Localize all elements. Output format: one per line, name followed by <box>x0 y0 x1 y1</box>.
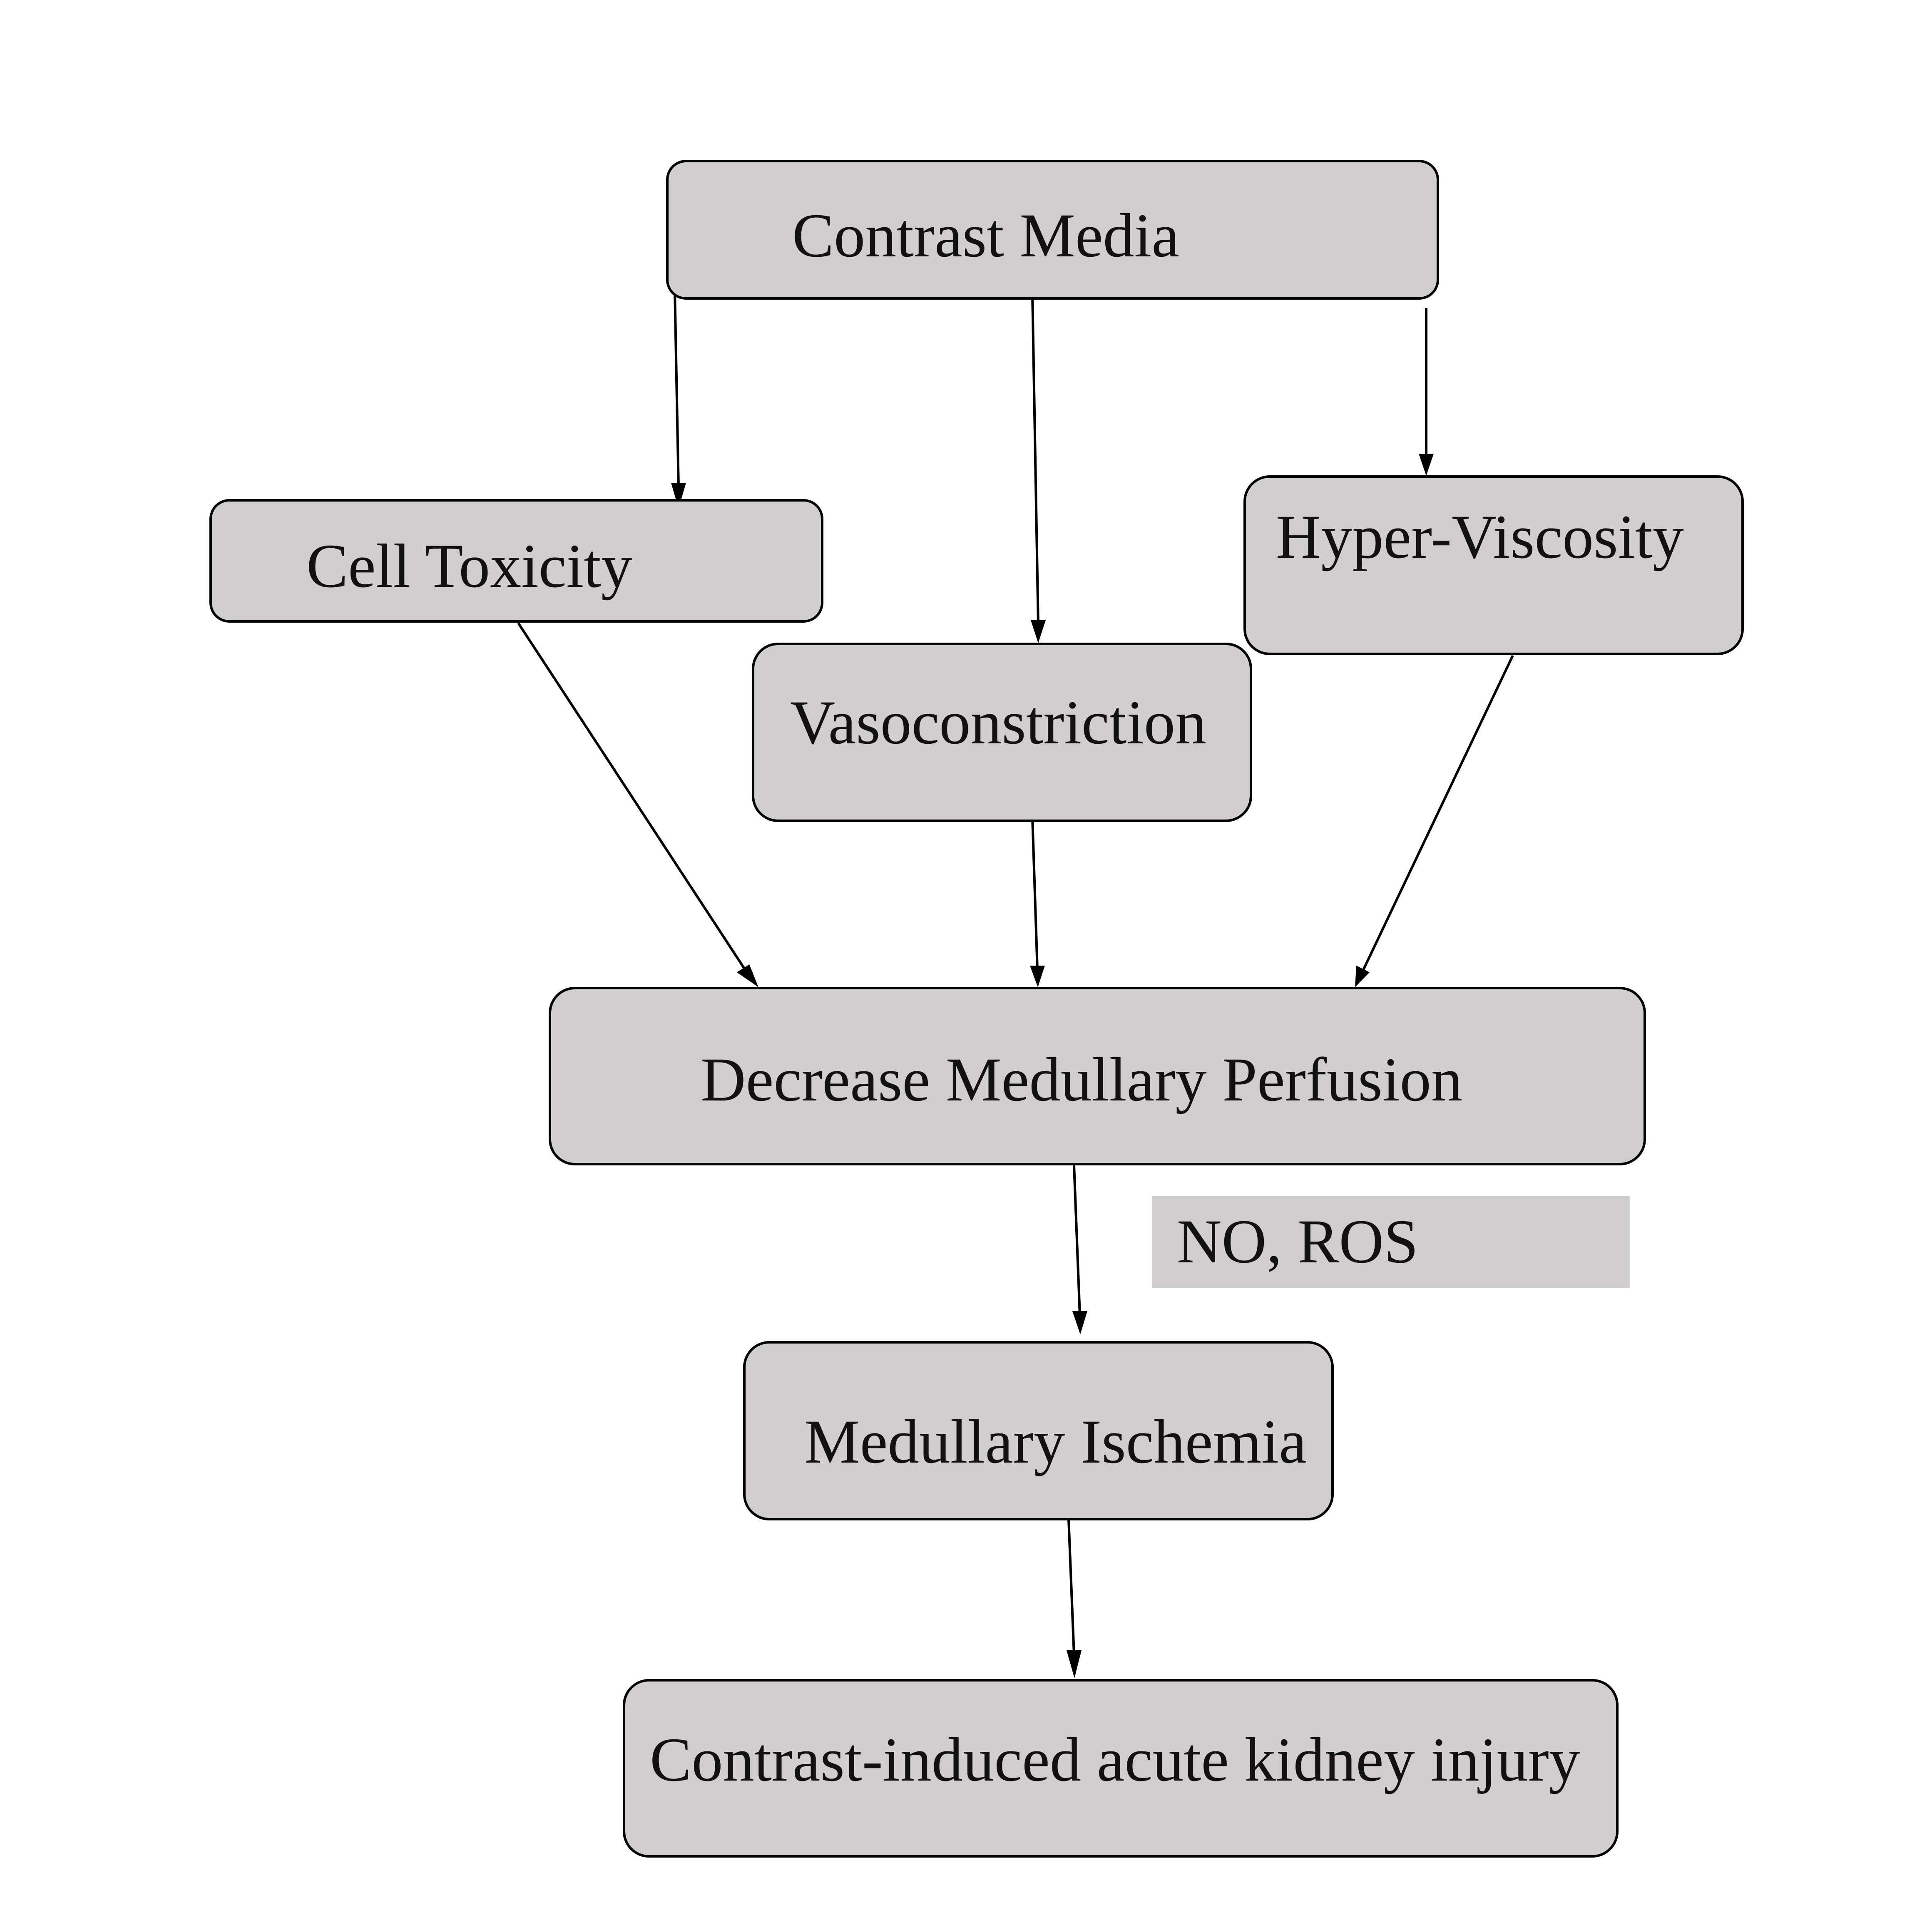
edge-perfusion-to-ischemia <box>1073 1165 1081 1316</box>
arrowhead-icon <box>1072 1311 1087 1334</box>
edge-contrast-to-celltoxicity <box>674 291 680 487</box>
node-label: Vasoconstriction <box>790 688 1206 757</box>
edge-vasoconstriction-to-perfusion <box>1031 817 1039 970</box>
node-decrease-medullary-perfusion[interactable]: Decrease Medullary Perfusion <box>549 987 1646 1165</box>
node-label: Hyper-Viscosity <box>1276 502 1684 571</box>
edge-contrast-to-vasoconstriction <box>1031 294 1039 625</box>
arrowhead-icon <box>1419 454 1434 476</box>
node-hyper-viscosity[interactable]: Hyper-Viscosity <box>1243 475 1744 655</box>
arrowhead-icon <box>1031 620 1046 643</box>
arrowhead-icon <box>1355 966 1370 987</box>
node-vasoconstriction[interactable]: Vasoconstriction <box>752 643 1252 822</box>
arrowhead-icon <box>671 483 686 509</box>
node-label: Medullary Ischemia <box>804 1407 1307 1476</box>
node-label: Decrease Medullary Perfusion <box>701 1045 1462 1114</box>
arrowhead-icon <box>1067 1650 1082 1678</box>
node-label: Contrast Media <box>792 201 1179 270</box>
arrowhead-icon <box>1030 966 1045 987</box>
node-contrast-media[interactable]: Contrast Media <box>666 160 1439 300</box>
node-label: Contrast-induced acute kidney injury <box>650 1725 1580 1794</box>
arrowhead-icon <box>737 964 758 987</box>
edges <box>517 291 1514 1678</box>
edge-ischemia-to-aki <box>1067 1508 1075 1655</box>
annotation-label: NO, ROS <box>1177 1207 1418 1276</box>
annotation-no-ros: NO, ROS <box>1152 1196 1630 1288</box>
node-cell-toxicity[interactable]: Cell Toxicity <box>209 499 823 623</box>
node-medullary-ischemia[interactable]: Medullary Ischemia <box>743 1341 1334 1520</box>
edge-hyperviscosity-to-perfusion <box>1362 655 1514 971</box>
edge-celltoxicity-to-perfusion <box>517 622 746 971</box>
node-contrast-induced-aki[interactable]: Contrast-induced acute kidney injury <box>623 1679 1619 1858</box>
node-label: Cell Toxicity <box>306 532 632 601</box>
